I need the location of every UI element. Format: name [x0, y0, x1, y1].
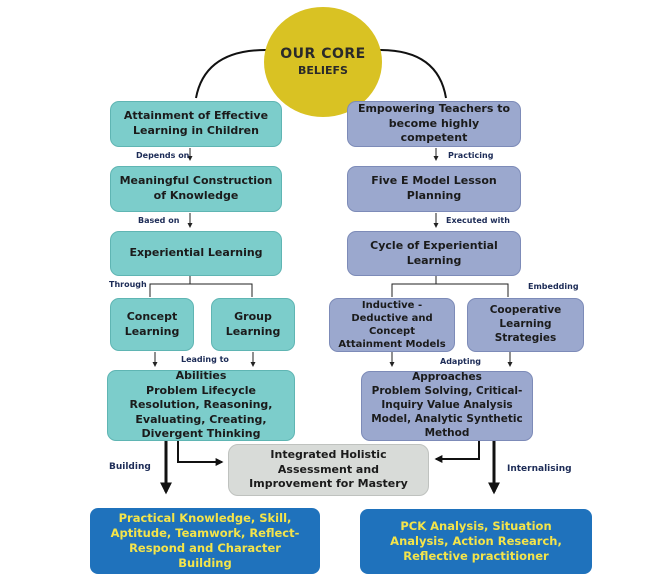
left-box-experiential-learning: Experiential Learning [110, 231, 282, 276]
approaches-title: Approaches [412, 371, 482, 384]
right-box-cycle-experiential: Cycle of Experiential Learning [347, 231, 521, 276]
right-outcome-box: PCK Analysis, Situation Analysis, Action… [360, 509, 592, 574]
approaches-body: Problem Solving, Critical-Inquiry Value … [371, 385, 523, 439]
abilities-title: Abilities [175, 369, 227, 383]
core-beliefs-circle: OUR CORE BELIEFS [264, 7, 382, 117]
right-box-five-e-model: Five E Model Lesson Planning [347, 166, 521, 212]
core-title-line1: OUR CORE [280, 46, 366, 63]
core-arc-right [379, 49, 447, 99]
right-label-adapting: Adapting [440, 357, 482, 366]
right-label-embedding: Embedding [528, 282, 579, 291]
assessment-box: Integrated Holistic Assessment and Impro… [228, 444, 429, 496]
left-label-through: Through [109, 280, 147, 289]
branch-right [391, 283, 509, 297]
right-box-inductive-deductive: Inductive -Deductive and Concept Attainm… [329, 298, 455, 352]
arrow-left-to-assessment [177, 441, 224, 466]
left-box-group-learning: Group Learning [211, 298, 295, 351]
left-box-meaningful-construction: Meaningful Construction of Knowledge [110, 166, 282, 212]
right-label-internalising: Internalising [507, 464, 572, 474]
right-label-practicing: Practicing [448, 151, 494, 160]
left-outcome-box: Practical Knowledge, Skill, Aptitude, Te… [90, 508, 320, 574]
left-label-based-on: Based on [138, 216, 180, 225]
core-title-line2: BELIEFS [298, 64, 348, 78]
right-label-executed-with: Executed with [446, 216, 510, 225]
left-box-abilities: Abilities Problem Lifecycle Resolution, … [107, 369, 295, 441]
left-box-concept-learning: Concept Learning [110, 298, 194, 351]
arrow-right-to-assessment [434, 441, 480, 463]
left-label-leading-to: Leading to [181, 355, 229, 364]
left-label-building: Building [109, 462, 151, 472]
left-label-depends-on: Depends on [136, 151, 190, 160]
right-box-empowering-teachers: Empowering Teachers to become highly com… [347, 101, 521, 147]
right-box-cooperative-learning: Cooperative Learning Strategies [467, 298, 584, 352]
left-box-attainment: Attainment of Effective Learning in Chil… [110, 101, 282, 147]
core-arc-left [195, 49, 267, 99]
right-box-approaches: Approaches Problem Solving, Critical-Inq… [361, 371, 533, 441]
abilities-body: Problem Lifecycle Resolution, Reasoning,… [129, 383, 273, 441]
branch-left [149, 283, 253, 297]
